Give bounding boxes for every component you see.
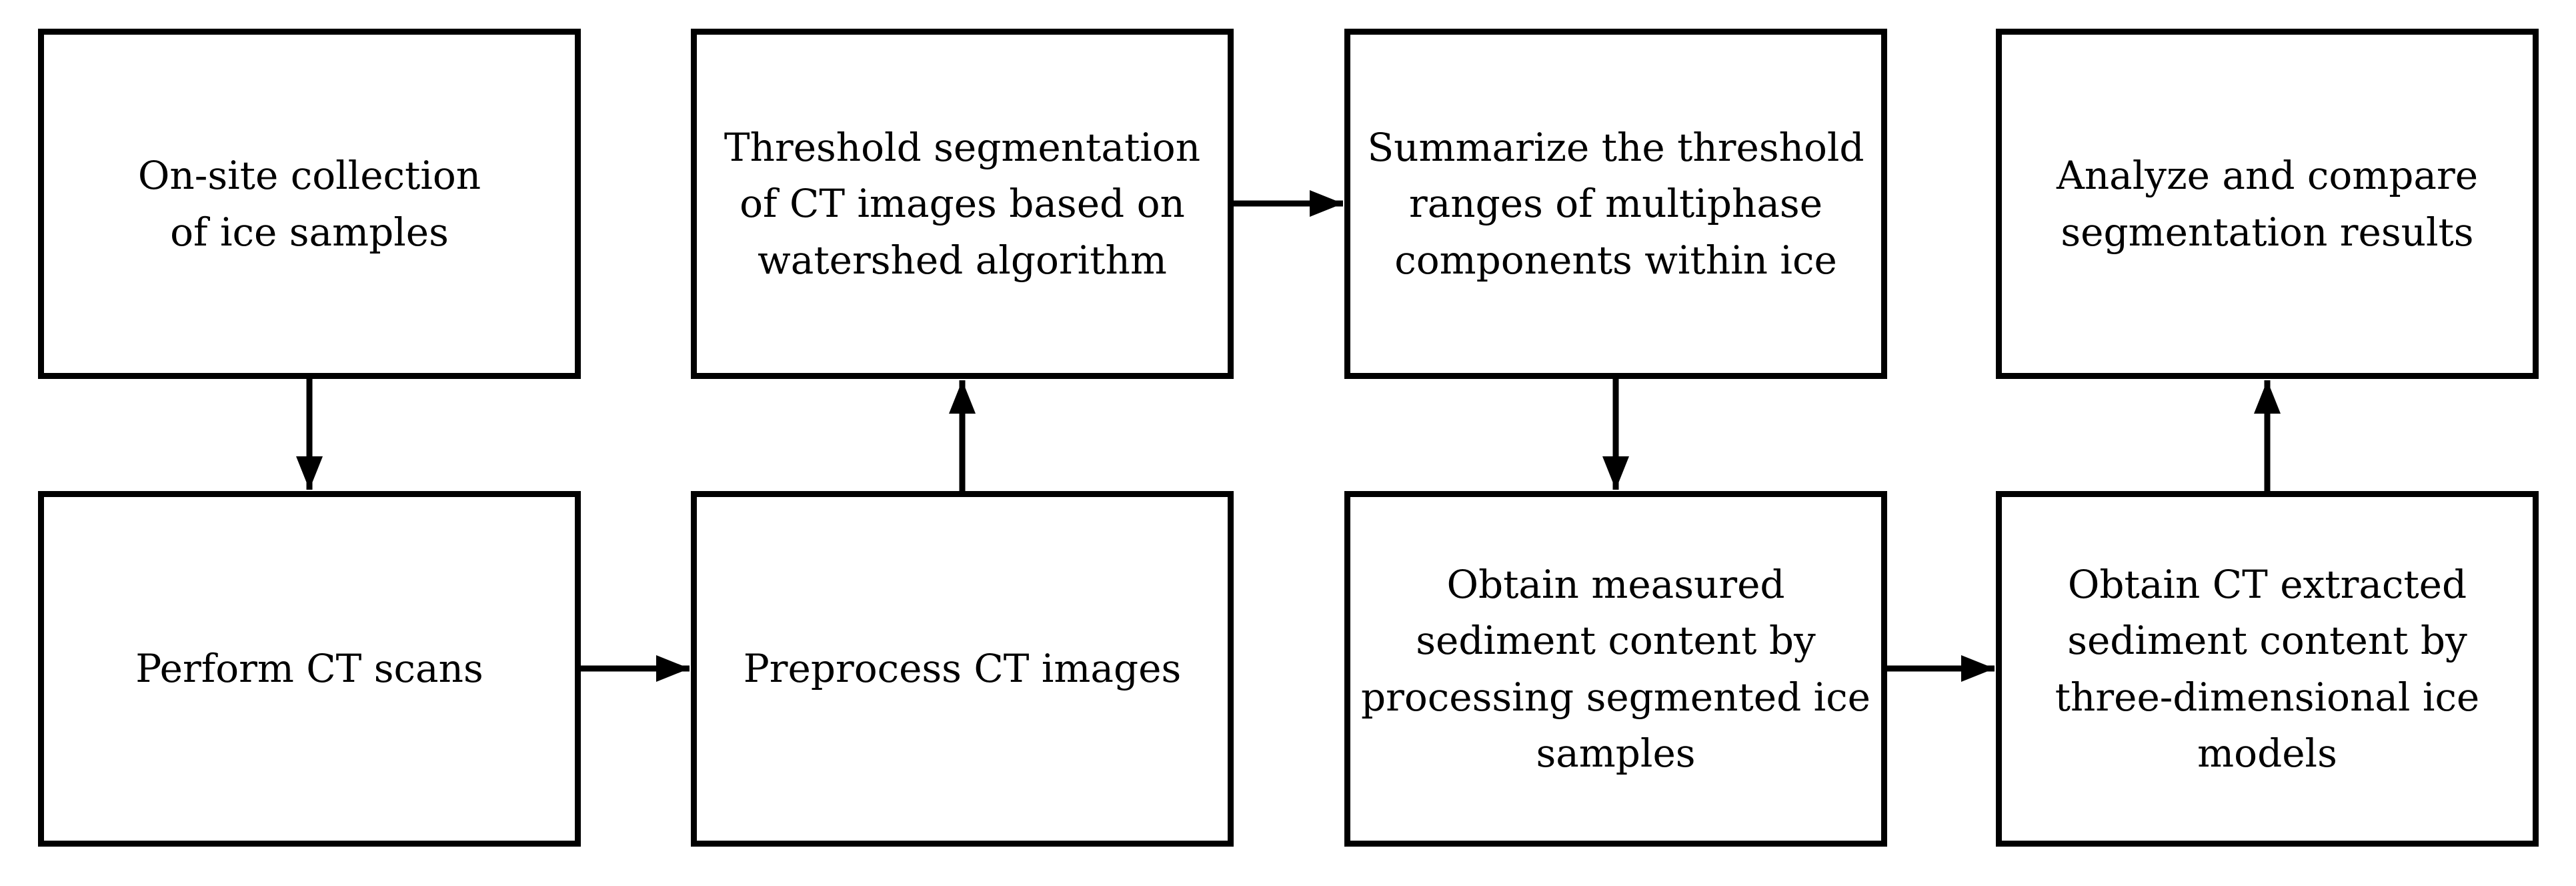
box-collect-ice-samples: On-site collection of ice samples <box>38 29 581 379</box>
box-label-line: components within ice <box>1394 237 1837 283</box>
box-perform-ct-scans: Perform CT scans <box>38 491 581 847</box>
box-obtain-measured-sediment: Obtain measured sediment content by proc… <box>1344 491 1887 847</box>
box-label-line: Obtain CT extracted <box>2067 562 2467 608</box>
box-preprocess-ct-images: Preprocess CT images <box>691 491 1234 847</box>
box-summarize-threshold-ranges: Summarize the threshold ranges of multip… <box>1344 29 1887 379</box>
box-label-line: Summarize the threshold <box>1367 125 1864 171</box>
box-analyze-compare-results: Analyze and compare segmentation results <box>1996 29 2539 379</box>
box-label: Threshold segmentation of CT images base… <box>715 119 1210 288</box>
box-label: Preprocess CT images <box>734 640 1190 697</box>
box-label-line: processing segmented ice <box>1360 674 1871 720</box>
box-label-line: Preprocess CT images <box>743 646 1182 692</box>
box-label-line: ranges of multiphase <box>1408 181 1823 227</box>
box-threshold-segmentation: Threshold segmentation of CT images base… <box>691 29 1234 379</box>
box-label: Summarize the threshold ranges of multip… <box>1358 119 1873 288</box>
box-label-line: segmentation results <box>2061 209 2474 255</box>
box-label-line: samples <box>1536 730 1696 776</box>
box-label-line: sediment content by <box>2067 618 2467 664</box>
box-label-line: models <box>2197 730 2337 776</box>
box-label: Perform CT scans <box>126 640 492 697</box>
box-label-line: sediment content by <box>1416 618 1816 664</box>
box-label-line: of CT images based on <box>740 181 1185 227</box>
box-label-line: Analyze and compare <box>2056 153 2479 199</box>
box-label-line: three-dimensional ice <box>2055 674 2480 720</box>
box-label-line: watershed algorithm <box>758 237 1167 283</box>
box-label-line: Perform CT scans <box>135 646 483 692</box>
box-label-line: of ice samples <box>170 209 449 255</box>
box-label-line: Threshold segmentation <box>724 125 1201 171</box>
box-label: Analyze and compare segmentation results <box>2047 147 2487 260</box>
box-label: Obtain CT extracted sediment content by … <box>2046 556 2489 781</box>
box-label-line: Obtain measured <box>1446 562 1785 608</box>
box-label-line: On-site collection <box>137 153 481 199</box>
box-label: Obtain measured sediment content by proc… <box>1352 556 1880 781</box>
box-obtain-ct-extracted-sediment: Obtain CT extracted sediment content by … <box>1996 491 2539 847</box>
box-label: On-site collection of ice samples <box>129 147 490 260</box>
